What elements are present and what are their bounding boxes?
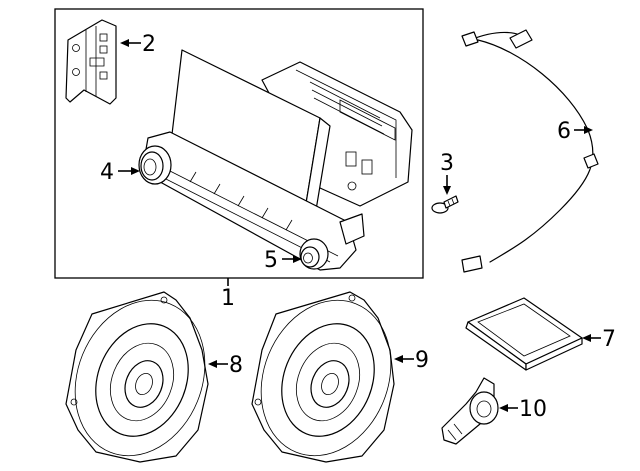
- part-7-card[interactable]: [465, 297, 583, 371]
- callout-7[interactable]: 7: [602, 327, 616, 352]
- callout-10-arrow: [499, 404, 508, 412]
- part-3-screw[interactable]: [431, 195, 459, 214]
- callout-2-arrow: [120, 39, 129, 47]
- callout-4[interactable]: 4: [100, 160, 114, 185]
- callout-2[interactable]: 2: [142, 32, 156, 57]
- callout-6[interactable]: 6: [557, 119, 571, 144]
- callout-4-arrow: [131, 167, 140, 175]
- callout-3[interactable]: 3: [440, 151, 454, 176]
- assembly-box: [54, 8, 424, 279]
- callout-9[interactable]: 9: [415, 348, 429, 373]
- part-4-knob[interactable]: [138, 145, 172, 185]
- callout-7-arrow: [582, 334, 591, 342]
- callout-8-arrow: [208, 360, 217, 368]
- part-10-tweeter[interactable]: [441, 377, 499, 445]
- part-5-knob[interactable]: [299, 238, 329, 270]
- part-2-bracket[interactable]: [65, 19, 117, 105]
- callout-3-arrow: [443, 186, 451, 195]
- callout-5[interactable]: 5: [264, 248, 278, 273]
- callout-1[interactable]: 1: [221, 286, 235, 311]
- callout-6-arrow: [584, 126, 593, 134]
- part-1-display-unit[interactable]: [138, 49, 413, 271]
- part-8-speaker[interactable]: [53, 281, 228, 471]
- part-6-cable[interactable]: [461, 29, 599, 273]
- part-9-speaker[interactable]: [239, 281, 414, 471]
- callout-9-arrow: [394, 355, 403, 363]
- callout-5-arrow: [293, 255, 302, 263]
- callout-8[interactable]: 8: [229, 353, 243, 378]
- callout-10[interactable]: 10: [519, 397, 547, 422]
